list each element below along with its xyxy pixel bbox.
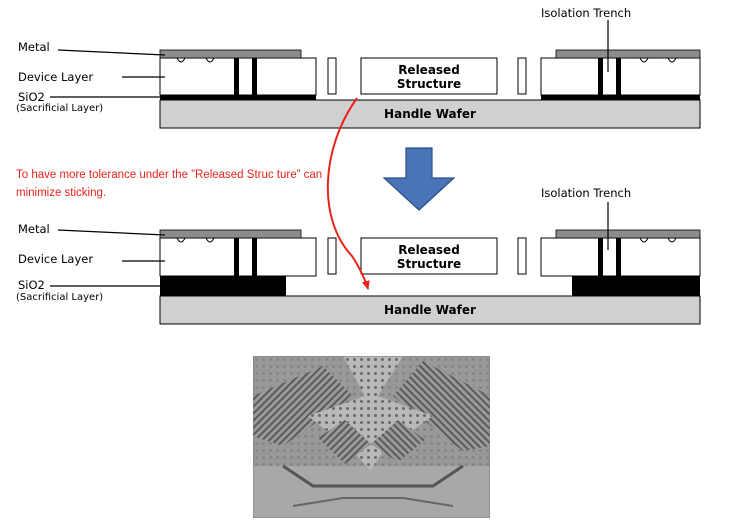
label-device-layer-bottom: Device Layer (18, 252, 94, 266)
red-curved-arrow (326, 97, 370, 290)
sem-micrograph-image (253, 356, 490, 518)
metal-right-top (555, 49, 701, 59)
sio2-right-bottom (572, 276, 700, 296)
label-sio2-bottom: SiO2 (18, 278, 45, 292)
sio2-left-bottom (160, 276, 286, 296)
released-line1-top: Released (398, 63, 460, 77)
label-sacrificial-top: (Sacrificial Layer) (16, 103, 104, 114)
metal-right-bottom (555, 229, 701, 239)
released-line2-top: Structure (396, 77, 462, 91)
annotation-text: To have more tolerance under the ”Releas… (16, 169, 323, 199)
sio2-right-top (541, 95, 700, 100)
label-metal-bottom: Metal (18, 222, 50, 236)
label-metal-top: Metal (18, 40, 50, 54)
released-line2-bottom: Structure (396, 257, 462, 271)
handle-wafer-bottom (159, 295, 701, 325)
label-isolation-trench-top: Isolation Trench (541, 6, 632, 20)
released-structure-label-bottom: Released Structure (361, 243, 497, 271)
process-down-arrow (382, 147, 456, 211)
released-structure-label-top: Released Structure (361, 63, 497, 91)
sem-photo-icon (253, 356, 490, 518)
metal-left-bottom (159, 229, 302, 239)
released-structure-top (360, 57, 498, 95)
label-device-layer-top: Device Layer (18, 70, 94, 84)
top-cross-section (50, 20, 701, 129)
metal-left-top (159, 49, 302, 59)
sio2-left-top (160, 95, 316, 100)
released-structure-bottom (360, 237, 498, 275)
label-isolation-trench-bottom: Isolation Trench (541, 186, 632, 200)
handle-wafer-top (159, 99, 701, 129)
label-sio2-top: SiO2 (18, 90, 45, 104)
handle-wafer-label-top: Handle Wafer (384, 107, 476, 121)
released-line1-bottom: Released (398, 243, 460, 257)
bottom-cross-section (50, 202, 701, 325)
label-sacrificial-bottom: (Sacrificial Layer) (16, 292, 104, 303)
handle-wafer-label-bottom: Handle Wafer (384, 303, 476, 317)
